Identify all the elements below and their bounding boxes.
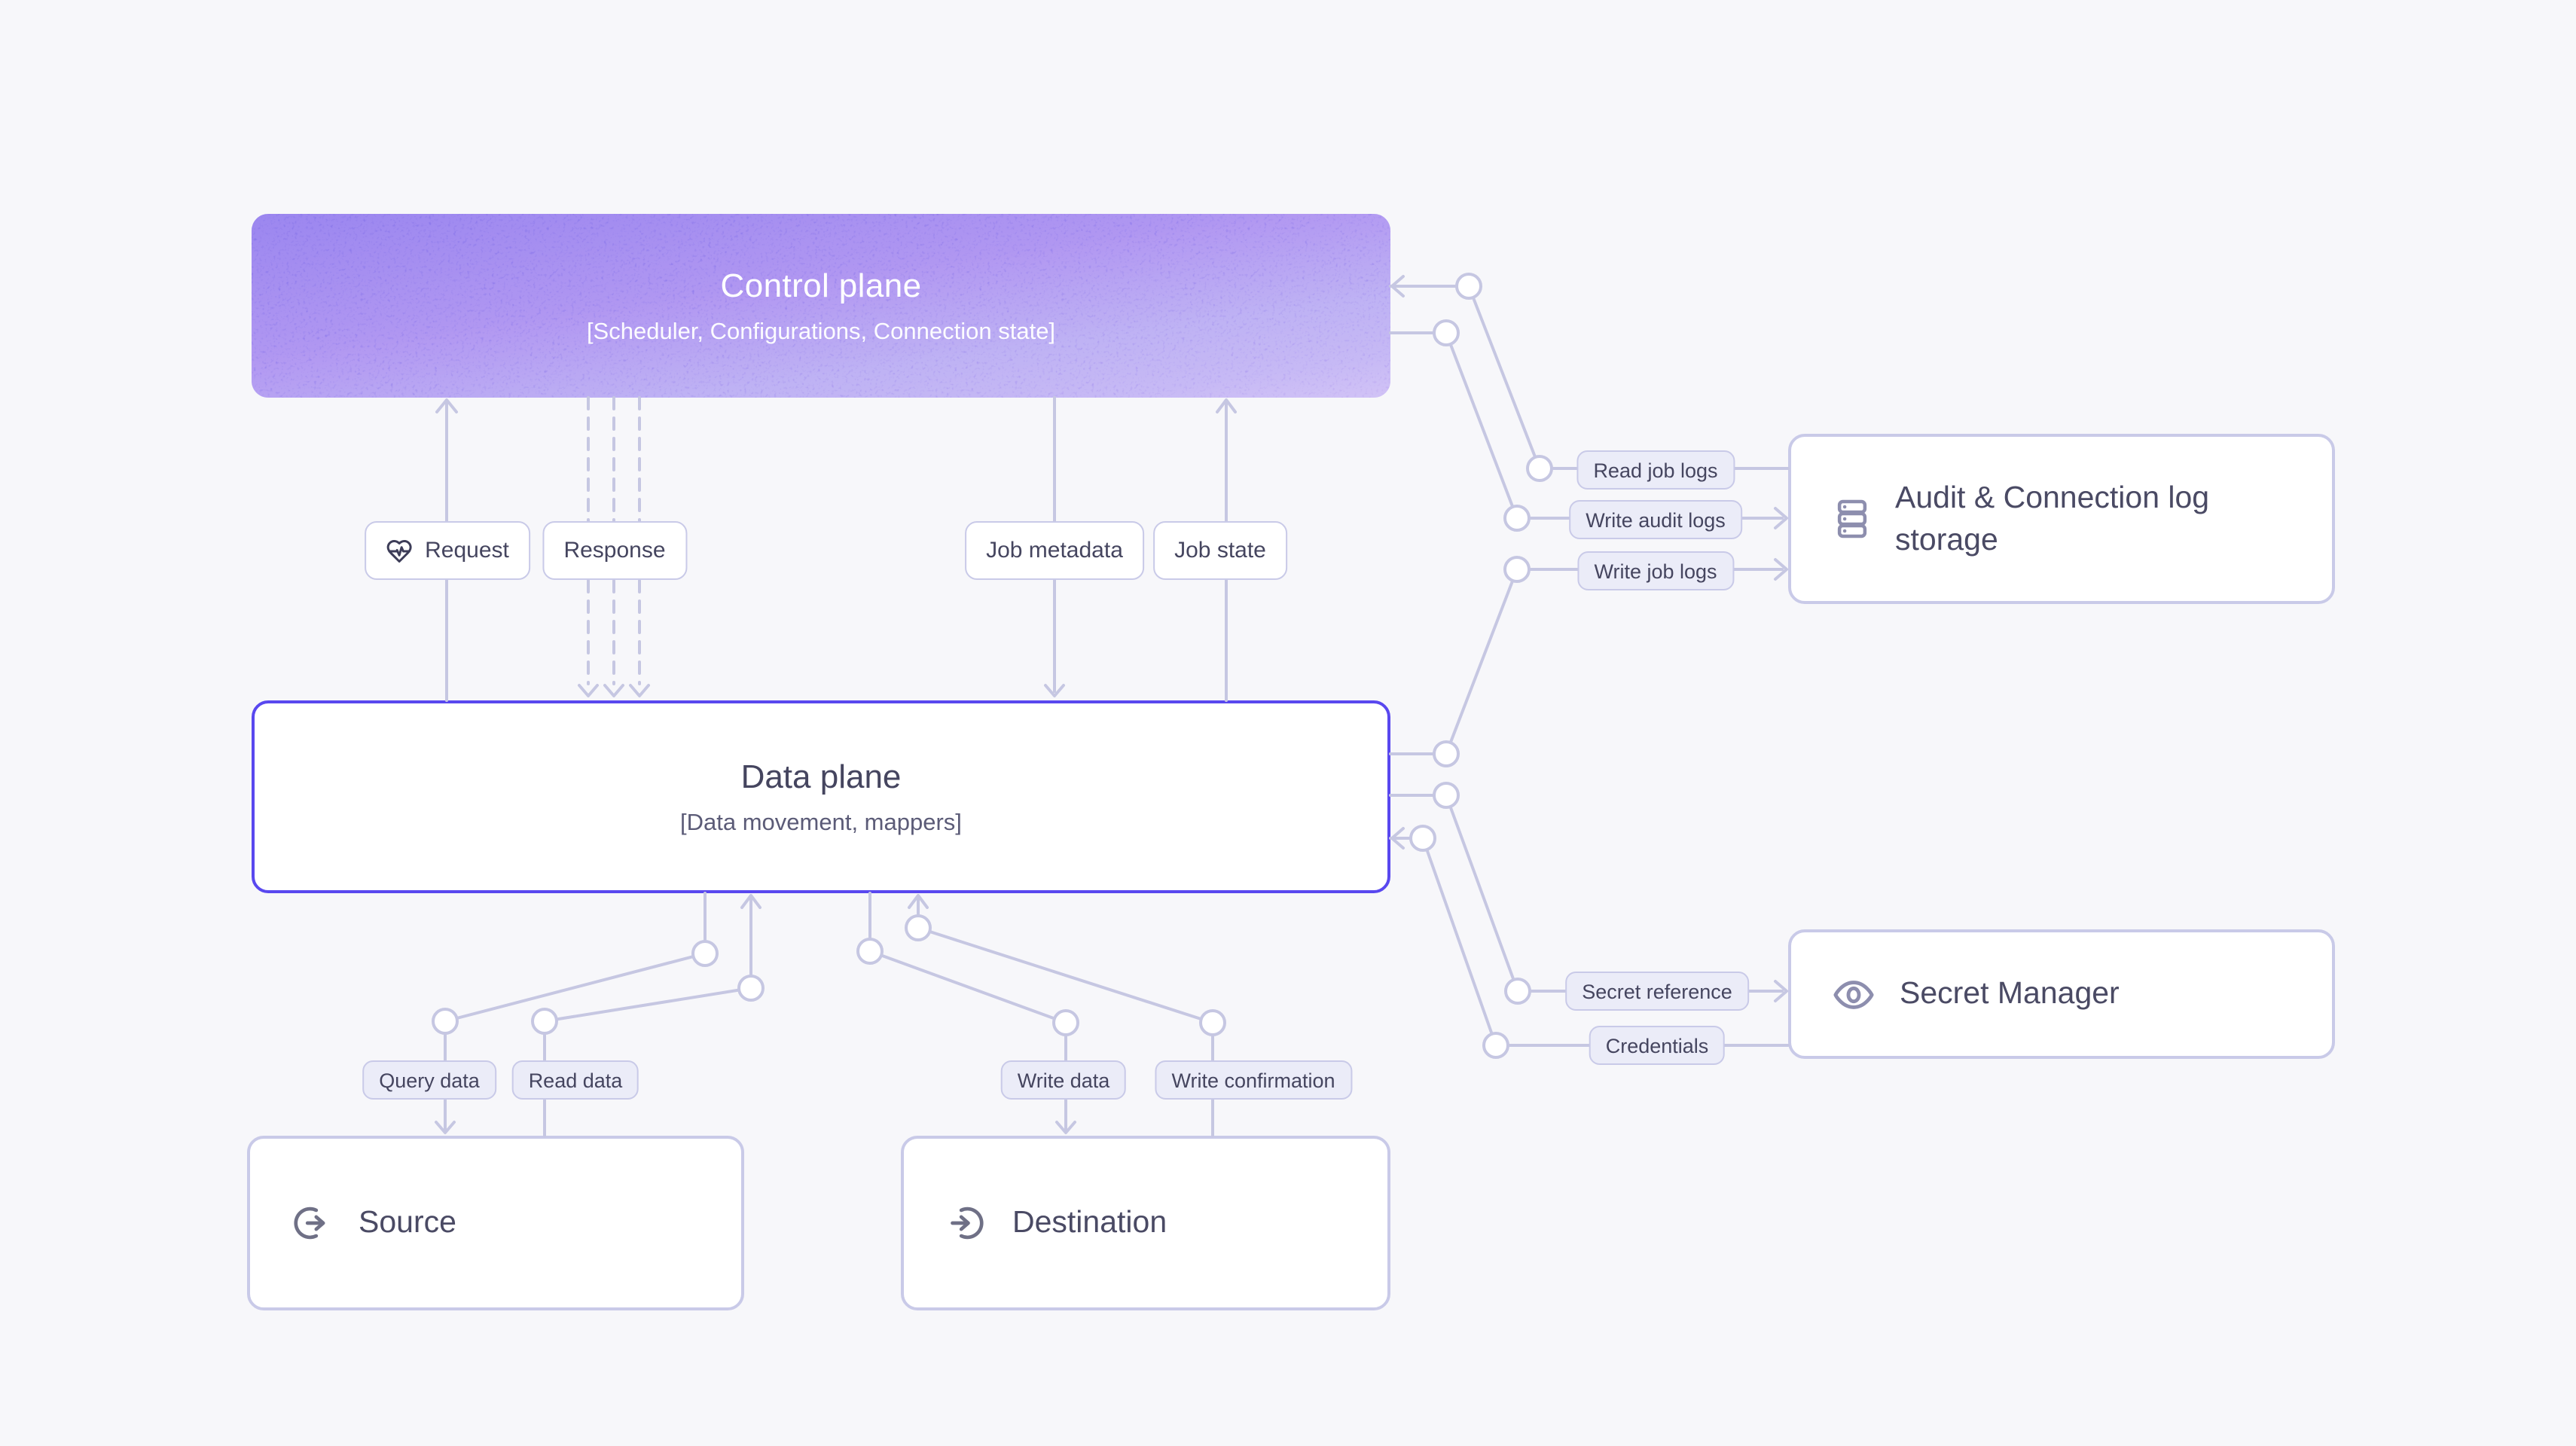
- edge-label-secret-reference: Secret reference: [1565, 972, 1749, 1011]
- edge-label-credentials-text: Credentials: [1605, 1034, 1709, 1057]
- edge-label-request: Request: [365, 521, 530, 580]
- edge-label-credentials: Credentials: [1589, 1026, 1726, 1065]
- source-title: Source: [359, 1205, 456, 1240]
- edge-label-write-data: Write data: [1000, 1060, 1127, 1100]
- edge-label-read-data-text: Read data: [528, 1069, 623, 1091]
- edge-secret-reference: [1389, 794, 1788, 1002]
- node-source: Source: [247, 1136, 744, 1310]
- node-audit-log-storage: Audit & Connection log storage: [1788, 434, 2335, 604]
- edge-label-secret-reference-text: Secret reference: [1582, 980, 1732, 1002]
- edge-label-job-metadata: Job metadata: [965, 521, 1144, 580]
- edge-write-confirmation: [908, 894, 1214, 1137]
- edge-read-data: [543, 894, 762, 1137]
- server-stack-icon: [1832, 499, 1872, 539]
- data-plane-subtitle: [Data movement, mappers]: [680, 810, 962, 835]
- edge-label-job-state: Job state: [1153, 521, 1287, 580]
- edge-label-read-job-logs: Read job logs: [1576, 450, 1735, 490]
- node-secret-manager: Secret Manager: [1788, 929, 2335, 1059]
- data-plane-title: Data plane: [740, 757, 902, 795]
- edge-label-write-confirmation: Write confirmation: [1155, 1060, 1352, 1100]
- edge-label-query-data: Query data: [362, 1060, 496, 1100]
- control-plane-subtitle: [Scheduler, Configurations, Connection s…: [586, 319, 1056, 344]
- eye-icon: [1832, 972, 1876, 1016]
- edge-label-write-confirmation-text: Write confirmation: [1171, 1069, 1335, 1091]
- node-data-plane: Data plane [Data movement, mappers]: [252, 700, 1390, 893]
- node-control-plane: Control plane [Scheduler, Configurations…: [252, 214, 1390, 398]
- edge-read-job-logs: [1389, 275, 1790, 470]
- edge-label-read-job-logs-text: Read job logs: [1593, 459, 1718, 481]
- edge-label-job-state-text: Job state: [1174, 538, 1266, 563]
- edge-label-response: Response: [542, 521, 687, 580]
- edge-write-audit-logs: [1389, 331, 1788, 529]
- edge-label-write-data-text: Write data: [1017, 1069, 1110, 1091]
- log-in-circle-icon: [945, 1202, 987, 1244]
- secret-manager-title: Secret Manager: [1900, 976, 2120, 1011]
- edge-label-request-text: Request: [425, 538, 509, 563]
- edge-label-read-data: Read data: [511, 1060, 639, 1100]
- edge-label-query-data-text: Query data: [379, 1069, 480, 1091]
- node-destination: Destination: [901, 1136, 1390, 1310]
- control-plane-title: Control plane: [720, 266, 922, 304]
- edge-label-write-job-logs: Write job logs: [1577, 551, 1734, 590]
- log-out-circle-icon: [291, 1202, 333, 1244]
- audit-log-storage-title: Audit & Connection log storage: [1895, 480, 2210, 557]
- edge-label-write-audit-logs: Write audit logs: [1569, 500, 1742, 539]
- edge-label-response-text: Response: [563, 538, 666, 563]
- edge-label-job-metadata-text: Job metadata: [986, 538, 1123, 563]
- edge-label-write-job-logs-text: Write job logs: [1594, 560, 1717, 582]
- noise-texture: [252, 214, 1390, 398]
- heart-pulse-icon: [386, 537, 413, 564]
- edge-label-write-audit-logs-text: Write audit logs: [1586, 508, 1726, 531]
- edge-credentials: [1389, 827, 1790, 1047]
- destination-title: Destination: [1012, 1205, 1167, 1240]
